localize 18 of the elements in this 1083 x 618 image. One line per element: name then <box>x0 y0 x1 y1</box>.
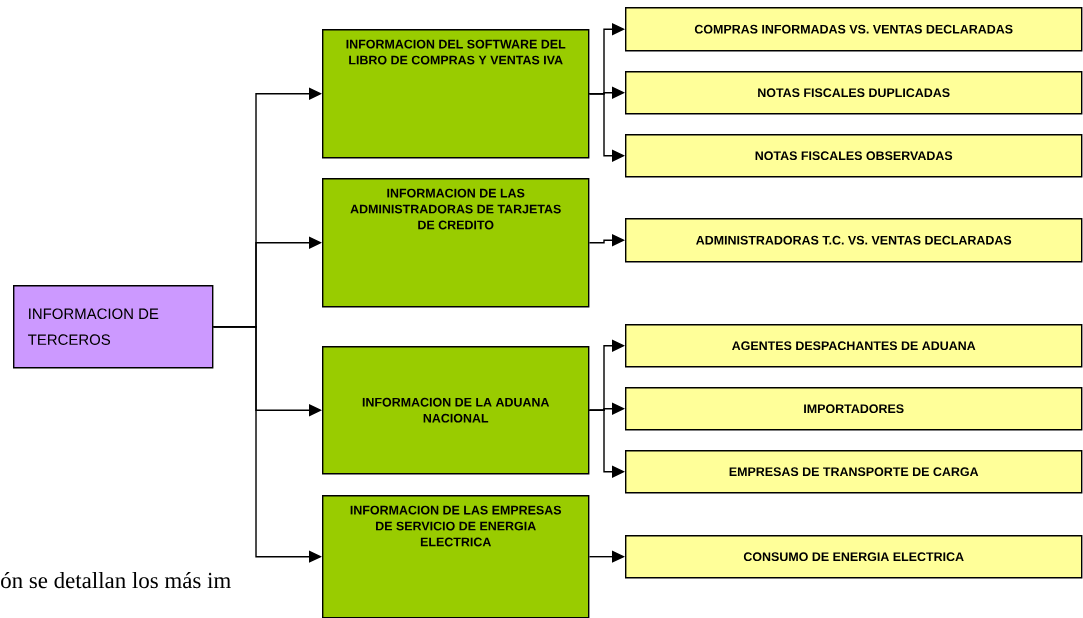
category-box: INFORMACION DEL SOFTWARE DEL LIBRO DE COMPRAS Y VENTAS IVA <box>322 29 590 159</box>
arrow <box>588 550 625 563</box>
category-box: INFORMACION DE LA ADUANA NACIONAL <box>322 346 590 475</box>
category-box: INFORMACION DE LAS ADMINISTRADORAS DE TARJETAS DE CREDITO <box>322 178 590 308</box>
result-box: EMPRESAS DE TRANSPORTE DE CARGA <box>625 450 1083 494</box>
result-box: NOTAS FISCALES OBSERVADAS <box>625 134 1083 178</box>
arrow <box>588 93 625 162</box>
result-box: COMPRAS INFORMADAS VS. VENTAS DECLARADAS <box>625 7 1083 52</box>
result-box: CONSUMO DE ENERGIA ELECTRICA <box>625 535 1083 579</box>
result-box: IMPORTADORES <box>625 387 1083 431</box>
result-box: AGENTES DESPACHANTES DE ADUANA <box>625 324 1083 368</box>
body-text: ón se detallan los más im <box>1 572 231 589</box>
source-box: INFORMACION DE TERCEROS <box>13 285 214 369</box>
category-box: INFORMACION DE LAS EMPRESAS DE SERVICIO DE ENERGIA ELECTRICA <box>322 495 590 618</box>
arrow <box>588 409 625 478</box>
result-box: ADMINISTRADORAS T.C. VS. VENTAS DECLARADAS <box>625 218 1083 263</box>
arrow <box>212 326 322 563</box>
result-box: NOTAS FISCALES DUPLICADAS <box>625 71 1083 115</box>
